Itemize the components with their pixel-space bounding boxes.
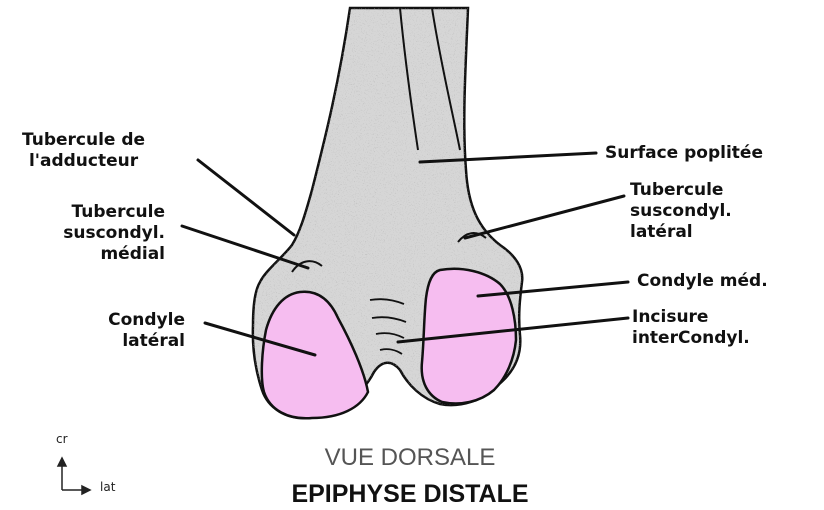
label-surface-poplitee: Surface poplitée: [605, 143, 763, 164]
orientation-label-up: cr: [56, 432, 68, 446]
leader-tubercule-lateral: [465, 196, 624, 238]
view-subtitle: VUE DORSALE: [250, 444, 570, 472]
orientation-label-right: lat: [100, 480, 115, 494]
label-incisure-intercondyl: Incisure interCondyl.: [632, 307, 750, 349]
arrow-right-icon: [82, 486, 90, 494]
label-tubercule-adducteur: Tubercule de l'adducteur: [22, 130, 145, 172]
label-condyle-lateral: Condyle latéral: [70, 310, 185, 352]
arrow-up-icon: [58, 458, 66, 466]
label-tubercule-suscondyl-medial: Tubercule suscondyl. médial: [20, 202, 165, 265]
leader-tubercule-adducteur: [198, 160, 294, 235]
label-condyle-medial: Condyle méd.: [637, 271, 768, 292]
view-title: EPIPHYSE DISTALE: [200, 480, 620, 509]
label-tubercule-suscondyl-lateral: Tubercule suscondyl. latéral: [630, 180, 732, 243]
